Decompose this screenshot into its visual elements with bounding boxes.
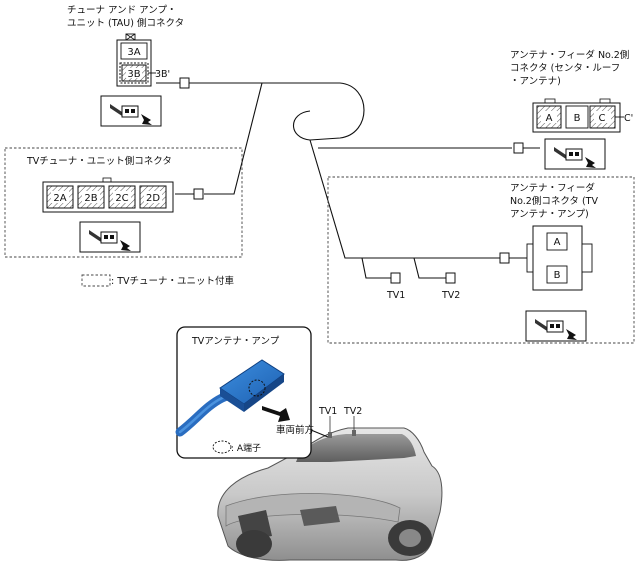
- amp-pin-b-label: B: [554, 270, 561, 281]
- roof-pin-c-label: C: [599, 113, 606, 124]
- roof-connector-view-icon: [544, 138, 606, 170]
- roof-title-line3: ・アンテナ): [510, 76, 561, 87]
- detail-panel: TVアンテナ・アンプ 車両前方 : A端子: [175, 326, 329, 459]
- tau-connector: チューナ アンド アンプ・ ユニット (TAU) 側コネクタ 3A 3B 3B': [67, 5, 184, 127]
- tv2-junction: [445, 272, 456, 284]
- vehicle-windshield: [296, 434, 416, 462]
- tv-tuner-pin-2b-label: 2B: [84, 193, 97, 204]
- tv1-label: TV1: [386, 290, 405, 301]
- tv-tuner-connector-view-icon: [79, 221, 141, 253]
- vehicle-tv1-label: TV1: [318, 406, 337, 417]
- roof-junction: [513, 142, 524, 154]
- roof-pin-b-label: B: [574, 113, 581, 124]
- tau-pin-callout: 3B': [155, 69, 170, 80]
- amp-pin-a: [546, 232, 568, 251]
- detail-direction-label: 車両前方: [276, 424, 314, 436]
- amp-connector-view-icon: [525, 310, 587, 342]
- tv2-label: TV2: [441, 290, 460, 301]
- roof-pin-callout: C': [624, 113, 633, 124]
- terminal-legend-swatch: [212, 440, 232, 454]
- amp-pin-b: [546, 265, 568, 284]
- feeder-roof-connector: アンテナ・フィーダ No.2側 コネクタ (センタ・ルーフ ・アンテナ) A B…: [510, 49, 633, 170]
- vehicle-tv2-label: TV2: [343, 406, 362, 417]
- amp-junction: [499, 252, 510, 264]
- a-terminal-marker: [248, 379, 266, 397]
- wiring-harness: TV1 TV2: [156, 77, 540, 301]
- tau-pin-3a: [120, 42, 148, 60]
- detail-panel-title: TVアンテナ・アンプ: [191, 336, 280, 347]
- vehicle-illustration: TV1 TV2: [217, 406, 443, 561]
- amp-title-line3: アンテナ・アンプ): [510, 209, 589, 220]
- legend-text: : TVチューナ・ユニット付車: [111, 275, 235, 287]
- tv-tuner-pin-2d-label: 2D: [146, 193, 160, 204]
- tv-tuner-junction: [193, 188, 204, 200]
- tv-tuner-dashed-frame: [4, 147, 243, 258]
- tv1-junction: [390, 272, 401, 284]
- tau-connector-view-icon: [100, 95, 162, 127]
- roof-title-line2: コネクタ (センタ・ルーフ: [510, 63, 620, 74]
- tv-tuner-pin-2a-label: 2A: [53, 193, 66, 204]
- roof-pin-a-label: A: [546, 113, 553, 124]
- tau-title-line2: ユニット (TAU) 側コネクタ: [67, 17, 184, 29]
- amp-pin-a-label: A: [554, 237, 561, 248]
- tau-title-line1: チューナ アンド アンプ・: [67, 5, 177, 16]
- tau-pin-3b-label: 3B: [127, 69, 140, 80]
- legend: : TVチューナ・ユニット付車: [81, 274, 235, 287]
- roof-pin-b: [565, 105, 589, 129]
- roof-title-line1: アンテナ・フィーダ No.2側: [510, 49, 629, 61]
- legend-dashed-swatch: [81, 274, 111, 287]
- amp-title-line2: No.2側コネクタ (TV: [510, 195, 598, 207]
- feeder-amp-connector: アンテナ・フィーダ No.2側コネクタ (TV アンテナ・アンプ) A B: [327, 176, 635, 344]
- forward-arrow-icon: [262, 406, 290, 422]
- terminal-legend-text: : A端子: [231, 442, 261, 454]
- tv-tuner-pins: 2A 2B 2C 2D: [46, 185, 167, 209]
- tv-tuner-connector: TVチューナ・ユニット側コネクタ 2A 2B 2C 2D: [4, 147, 243, 258]
- amp-title-line1: アンテナ・フィーダ: [510, 182, 595, 194]
- tau-junction: [179, 77, 190, 89]
- tau-pin-3a-label: 3A: [127, 47, 140, 58]
- vehicle-headlight: [300, 506, 340, 526]
- amp-dashed-frame: [327, 176, 635, 344]
- tv-tuner-title: TVチューナ・ユニット側コネクタ: [26, 155, 172, 167]
- tv-tuner-pin-2c-label: 2C: [115, 193, 128, 204]
